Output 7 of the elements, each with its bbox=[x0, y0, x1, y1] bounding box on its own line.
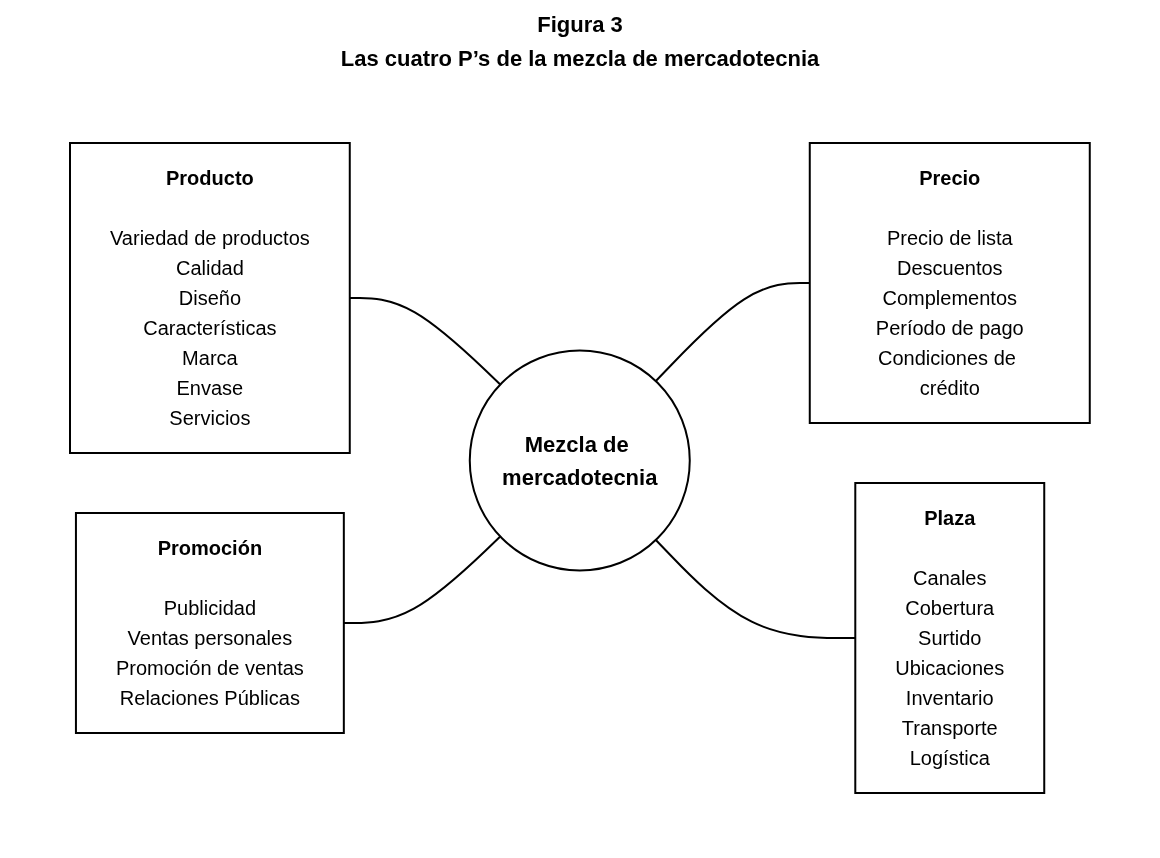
node-box: Precio Precio de lista Descuentos Complementos Período de pago Condiciones de crédito bbox=[808, 142, 1091, 424]
node-box: Producto Variedad de productos Calidad Diseño Características Marca Envase Servicios bbox=[69, 142, 351, 454]
node-box: Promoción Publicidad Ventas personales Promoción de ventas Relaciones Públicas bbox=[75, 512, 345, 734]
figure-caption: Las cuatro P’s de la mezcla de mercadotecnia bbox=[340, 46, 820, 72]
node-circle: Mezcla de mercadotecnia bbox=[468, 349, 691, 572]
figure-title: Figura 3 bbox=[537, 12, 623, 38]
node-box: Plaza Canales Cobertura Surtido Ubicaciones Inventario Transporte Logística bbox=[854, 482, 1046, 794]
